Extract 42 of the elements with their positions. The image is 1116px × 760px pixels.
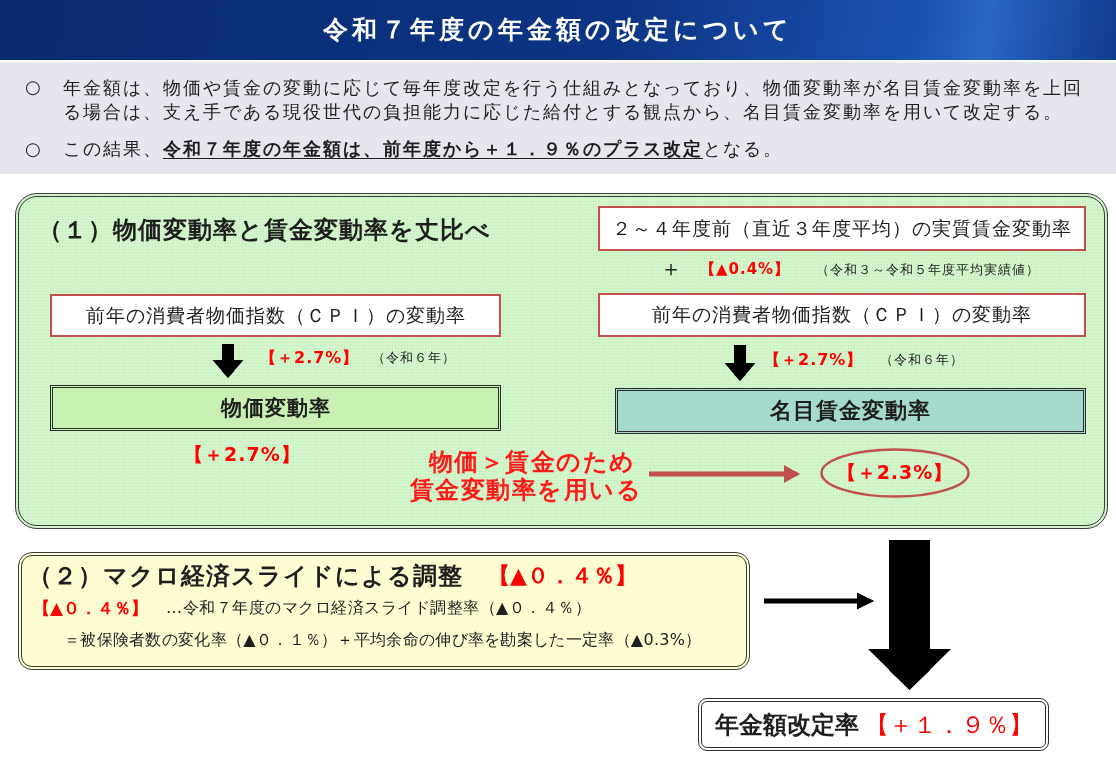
rate-name: 年金額改定率 (715, 709, 859, 740)
arrow (649, 465, 800, 483)
rate-value: 【＋2.3%】 (836, 461, 954, 485)
item-label: ２～４年度前（直近３年度平均）の実質賃金変動率 (612, 216, 1072, 241)
summary-text: この結果、令和７年度の年金額は、前年度から＋１．９％のプラス改定となる。 (63, 138, 783, 161)
rate-name: 名目賃金変動率 (770, 397, 931, 425)
adjustment-panel (18, 552, 750, 670)
plus-sign: ＋ (660, 255, 682, 283)
block-arrow (212, 344, 244, 378)
year-note: （令和６年） (372, 350, 456, 367)
block-arrow (868, 540, 951, 690)
rate-value: 【▲0.4%】 (700, 260, 791, 279)
rate-box (615, 388, 1086, 434)
bullet-mark: ○ (25, 138, 41, 161)
highlight-ellipse (820, 448, 970, 498)
input-box (50, 294, 501, 337)
rate-value: 【▲０．４％】 (488, 562, 637, 590)
year-note: （令和６年） (880, 352, 964, 369)
item-label: 前年の消費者物価指数（ＣＰＩ）の変動率 (85, 303, 466, 328)
input-box (598, 293, 1086, 337)
comparison-panel (15, 193, 1108, 529)
section-heading: （１）物価変動率と賃金変動率を丈比べ (38, 215, 491, 245)
page-title: 令和７年度の年金額の改定について (323, 14, 793, 46)
bullet-mark: ○ (25, 76, 41, 99)
section-heading: （２）マクロ経済スライドによる調整 (28, 561, 463, 591)
summary-text: 年金額は、物価や賃金の変動に応じて毎年度改定を行う仕組みとなっており、物価変動率が名目賃金変動率を上回る場合は、支え手である現役世代の負担能力に応じた給付とする観点から、名目賃金変動率を用いて改定する。 (63, 76, 1084, 124)
rate-box (50, 385, 501, 431)
input-box (598, 206, 1086, 251)
rate-name: 物価変動率 (220, 394, 331, 422)
rate-value: 【▲０．４％】 (33, 598, 149, 620)
decision-note: 物価＞賃金のため賃金変動率を用いる (408, 449, 644, 509)
formula-text: …令和７年度のマクロ経済スライド調整率（▲０．４％） (166, 598, 592, 618)
rate-value: 【＋2.7%】 (184, 443, 301, 467)
edge-label: 【＋2.7%】 (260, 348, 360, 368)
year-note: （令和３～令和５年度平均実績値） (816, 262, 1040, 279)
arrow (764, 592, 874, 610)
edge-label: 【＋2.7%】 (764, 350, 864, 370)
formula-text: ＝被保険者数の変化率（▲０．１％）＋平均余命の伸び率を勘案した一定率（▲0.3%） (64, 630, 702, 650)
block-arrow (724, 345, 756, 381)
item-label: 前年の消費者物価指数（ＣＰＩ）の変動率 (652, 303, 1032, 327)
rate-value: 【＋１．９％】 (865, 709, 1033, 740)
result-box (698, 698, 1049, 751)
